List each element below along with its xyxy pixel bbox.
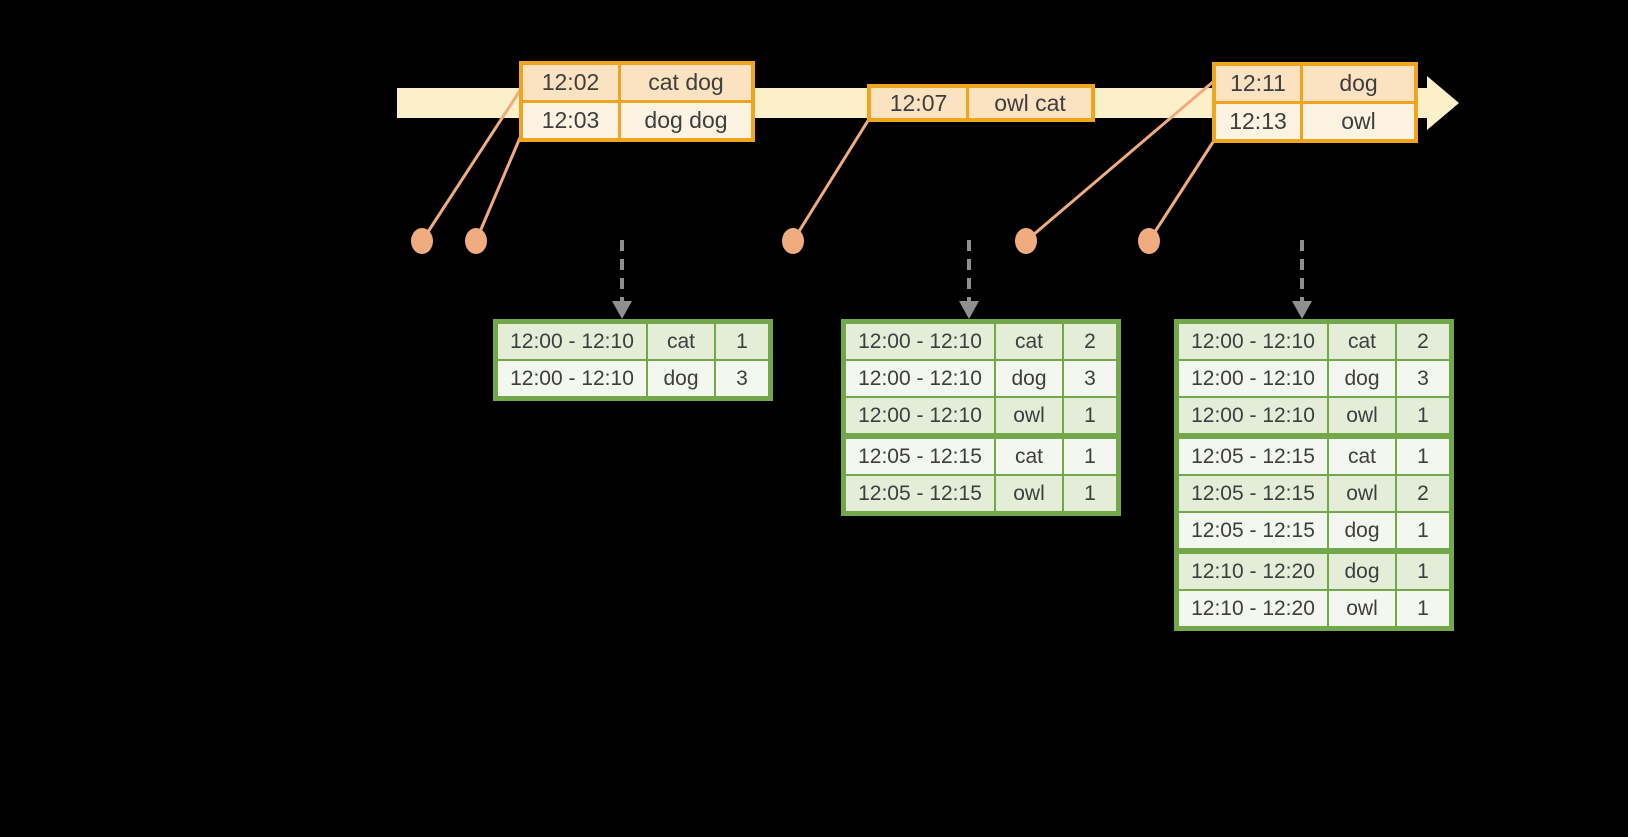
table-cell: owl — [1300, 101, 1418, 143]
table-cell: 12:00 - 12:10 — [842, 320, 996, 361]
table-cell: dog dog — [618, 100, 755, 142]
table-cell: 3 — [1062, 359, 1120, 398]
table-cell: 12:00 - 12:10 — [494, 320, 648, 361]
table-cell: 3 — [714, 359, 772, 400]
table-cell: dog — [1300, 62, 1418, 104]
table-cell: cat dog — [618, 61, 755, 103]
event-dot — [1138, 228, 1160, 254]
table-cell: owl — [994, 474, 1064, 515]
table-cell: cat — [1327, 320, 1397, 361]
table-cell: 12:02 — [519, 61, 621, 103]
event-dot — [782, 228, 804, 254]
table-cell: 12:07 — [867, 84, 969, 122]
table-cell: dog — [1327, 359, 1397, 398]
table-cell: 1 — [1395, 589, 1453, 630]
table-cell: dog — [994, 359, 1064, 398]
table-cell: 12:10 - 12:20 — [1175, 548, 1329, 591]
table-cell: 12:05 - 12:15 — [1175, 433, 1329, 476]
table-cell: 12:05 - 12:15 — [1175, 511, 1329, 552]
table-cell: 12:10 - 12:20 — [1175, 589, 1329, 630]
connector-line — [1024, 79, 1216, 243]
table-cell: cat — [994, 433, 1064, 476]
table-cell: cat — [994, 320, 1064, 361]
table-cell: 2 — [1395, 320, 1453, 361]
table-cell: 1 — [1395, 511, 1453, 552]
table-cell: 12:00 - 12:10 — [1175, 320, 1329, 361]
table-cell: owl — [994, 396, 1064, 437]
table-cell: owl — [1327, 589, 1397, 630]
table-cell: 1 — [1062, 396, 1120, 437]
trigger-arrowhead-icon — [959, 301, 979, 319]
table-cell: 12:05 - 12:15 — [842, 433, 996, 476]
connector-line — [474, 131, 524, 243]
table-cell: 12:13 — [1212, 101, 1303, 143]
trigger-arrowhead-icon — [1292, 301, 1312, 319]
connector-line — [1147, 137, 1217, 243]
table-cell: 1 — [1395, 433, 1453, 476]
table-cell: 1 — [714, 320, 772, 361]
table-cell: 12:00 - 12:10 — [842, 359, 996, 398]
event-dot — [1015, 228, 1037, 254]
table-cell: dog — [646, 359, 716, 400]
table-cell: 2 — [1062, 320, 1120, 361]
table-cell: dog — [1327, 548, 1397, 591]
table-cell: 1 — [1395, 396, 1453, 437]
event-dot — [411, 228, 433, 254]
table-cell: 12:00 - 12:10 — [842, 396, 996, 437]
table-cell: 12:00 - 12:10 — [1175, 396, 1329, 437]
table-cell: owl — [1327, 474, 1397, 513]
table-cell: 12:05 - 12:15 — [1175, 474, 1329, 513]
table-cell: dog — [1327, 511, 1397, 552]
table-cell: 12:00 - 12:10 — [1175, 359, 1329, 398]
table-cell: 3 — [1395, 359, 1453, 398]
table-cell: 12:11 — [1212, 62, 1303, 104]
table-cell: cat — [1327, 433, 1397, 476]
table-cell: owl — [1327, 396, 1397, 437]
table-cell: 1 — [1062, 433, 1120, 476]
table-cell: 12:03 — [519, 100, 621, 142]
table-cell: 12:00 - 12:10 — [494, 359, 648, 400]
table-cell: 1 — [1062, 474, 1120, 515]
connector-line — [420, 87, 523, 243]
table-cell: 2 — [1395, 474, 1453, 513]
table-cell: owl cat — [966, 84, 1095, 122]
table-cell: 12:05 - 12:15 — [842, 474, 996, 515]
timeline-arrowhead-icon — [1427, 76, 1459, 130]
table-cell: cat — [646, 320, 716, 361]
event-dot — [465, 228, 487, 254]
connector-line — [791, 117, 871, 243]
table-cell: 1 — [1395, 548, 1453, 591]
trigger-arrowhead-icon — [612, 301, 632, 319]
